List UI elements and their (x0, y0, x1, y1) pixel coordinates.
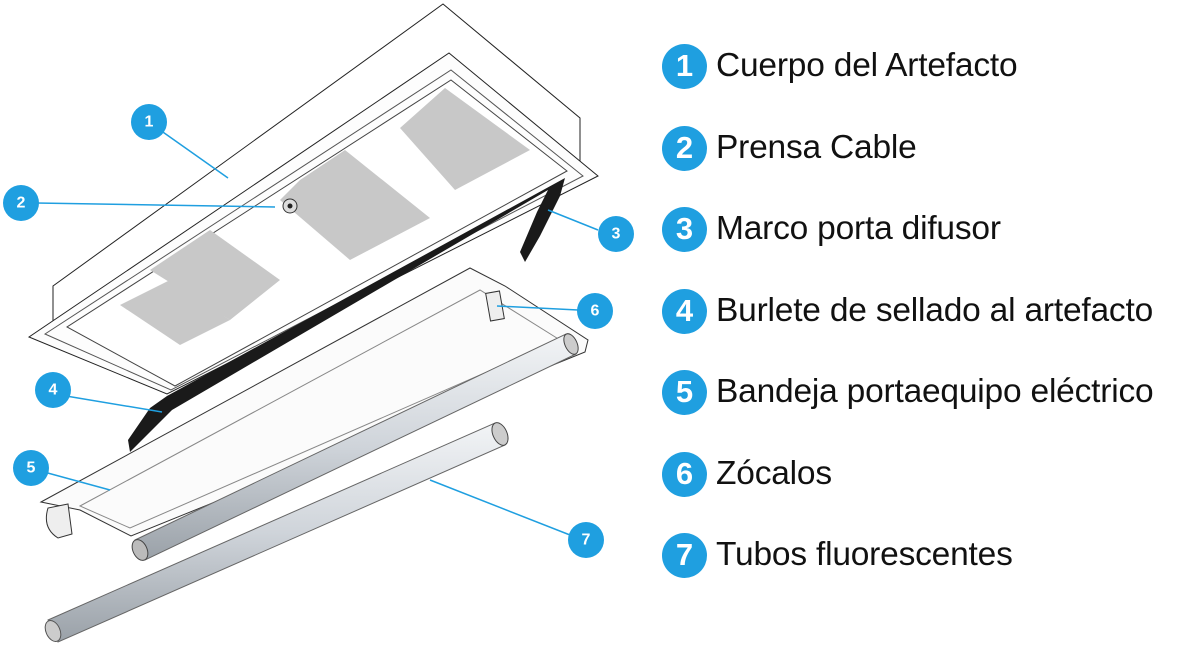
number-badge: 7 (662, 532, 707, 578)
legend-label: Prensa Cable (716, 129, 917, 166)
number-badge: 3 (662, 206, 707, 252)
luminaire-body (27, 3, 599, 395)
svg-text:6: 6 (591, 303, 600, 320)
svg-text:5: 5 (27, 460, 36, 477)
svg-text:3: 3 (612, 226, 621, 243)
callout-5: 5 (13, 450, 49, 486)
legend-label: Cuerpo del Artefacto (716, 47, 1018, 84)
number-badge: 5 (662, 369, 707, 415)
number-badge: 2 (662, 125, 707, 171)
number-badge: 4 (662, 288, 707, 334)
equipment-tray (39, 267, 589, 539)
lamp-socket (485, 290, 505, 322)
svg-text:7: 7 (582, 532, 591, 549)
svg-text:4: 4 (49, 382, 58, 399)
number-badge: 1 (662, 43, 707, 89)
luminaire-exploded-diagram: 1 2 3 4 5 6 7 (3, 3, 634, 643)
callout-7: 7 (568, 522, 604, 558)
legend-label: Bandeja portaequipo eléctrico (716, 373, 1154, 410)
legend-label: Zócalos (716, 455, 832, 492)
fluorescent-tube-lower (44, 422, 509, 643)
reflector-panels (120, 88, 530, 345)
callout-lines (35, 129, 599, 536)
legend-label: Tubos fluorescentes (716, 536, 1013, 573)
svg-text:1: 1 (145, 114, 154, 131)
number-badge: 6 (662, 451, 707, 497)
svg-text:2: 2 (17, 195, 26, 212)
fluorescent-tube-upper (131, 333, 579, 561)
callout-1: 1 (131, 104, 167, 140)
legend-label: Marco porta difusor (716, 210, 1001, 247)
legend-label: Burlete de sellado al artefacto (716, 292, 1154, 329)
sealing-gasket (128, 178, 565, 452)
callout-3: 3 (598, 216, 634, 252)
callout-6: 6 (577, 293, 613, 329)
callout-4: 4 (35, 372, 71, 408)
callout-2: 2 (3, 185, 39, 221)
callout-badges: 1 2 3 4 5 6 7 (3, 104, 634, 558)
